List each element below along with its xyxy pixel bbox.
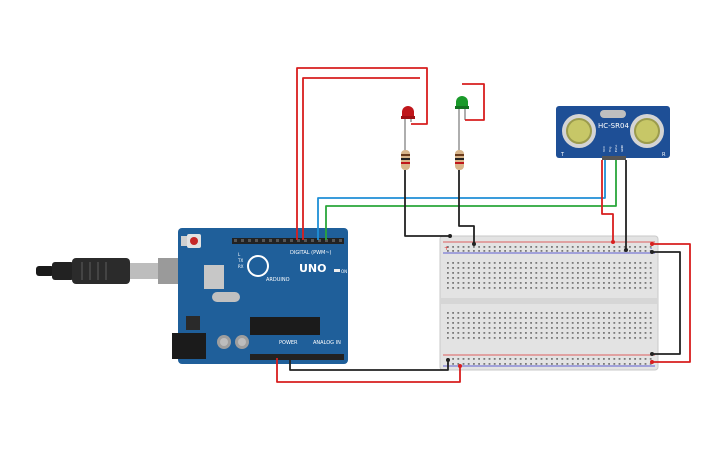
red-led (401, 106, 415, 150)
breadboard-holes (447, 246, 652, 365)
wires (276, 67, 691, 383)
sensor-model: HC-SR04 (598, 122, 629, 130)
wire-red-led-2 (302, 77, 420, 240)
sensor-pin-gnd: GND (620, 144, 624, 152)
arduino-digital-header: DIGITAL (PWM~) (290, 250, 332, 256)
wire-arduino-5v (276, 358, 461, 383)
arduino-analog-header: ANALOG IN (313, 340, 341, 346)
sensor-left-mark: T (560, 152, 565, 158)
resistor-red-led (401, 150, 410, 170)
wire-rail-red-right (652, 243, 691, 363)
wire-rail-black-right (652, 251, 681, 355)
arduino-brand: UNO (299, 262, 327, 275)
wire-blue-trig (317, 160, 606, 240)
arduino-rx-label: RX (238, 264, 244, 269)
arduino-l-label: L (238, 252, 241, 257)
breadboard: + - (439, 235, 659, 371)
sensor-pin-trig: Trig (608, 147, 612, 153)
green-led (455, 96, 469, 150)
resistor-green-led (455, 150, 464, 170)
wire-arduino-gnd (289, 358, 449, 371)
breadboard-minus-mark: - (650, 245, 652, 252)
wire-sensor-vcc (601, 160, 614, 242)
arduino-power-header: POWER (279, 340, 298, 346)
arduino-board: DIGITAL (PWM~) TX RX L UNO ARDUINO ON PO… (172, 228, 348, 364)
arduino-maker: ARDUINO (266, 277, 290, 283)
hc-sr04-sensor: HC-SR04 T R VCC Trig Echo GND (556, 106, 670, 160)
wire-led-gnd-2 (458, 170, 475, 244)
sensor-right-mark: R (662, 152, 666, 158)
arduino-tx-label: TX (237, 258, 243, 263)
arduino-on-label: ON (341, 269, 347, 274)
sensor-pin-echo: Echo (614, 145, 618, 152)
wire-led-gnd-1 (404, 170, 450, 237)
breadboard-plus-mark: + (444, 245, 449, 252)
wire-red-led-1 (296, 67, 428, 240)
arduino-logo-icon (247, 255, 269, 277)
sensor-pin-vcc: VCC (602, 146, 606, 152)
wire-green-echo (325, 160, 617, 240)
wire-green-led (462, 83, 485, 121)
usb-cable-icon (36, 258, 188, 284)
